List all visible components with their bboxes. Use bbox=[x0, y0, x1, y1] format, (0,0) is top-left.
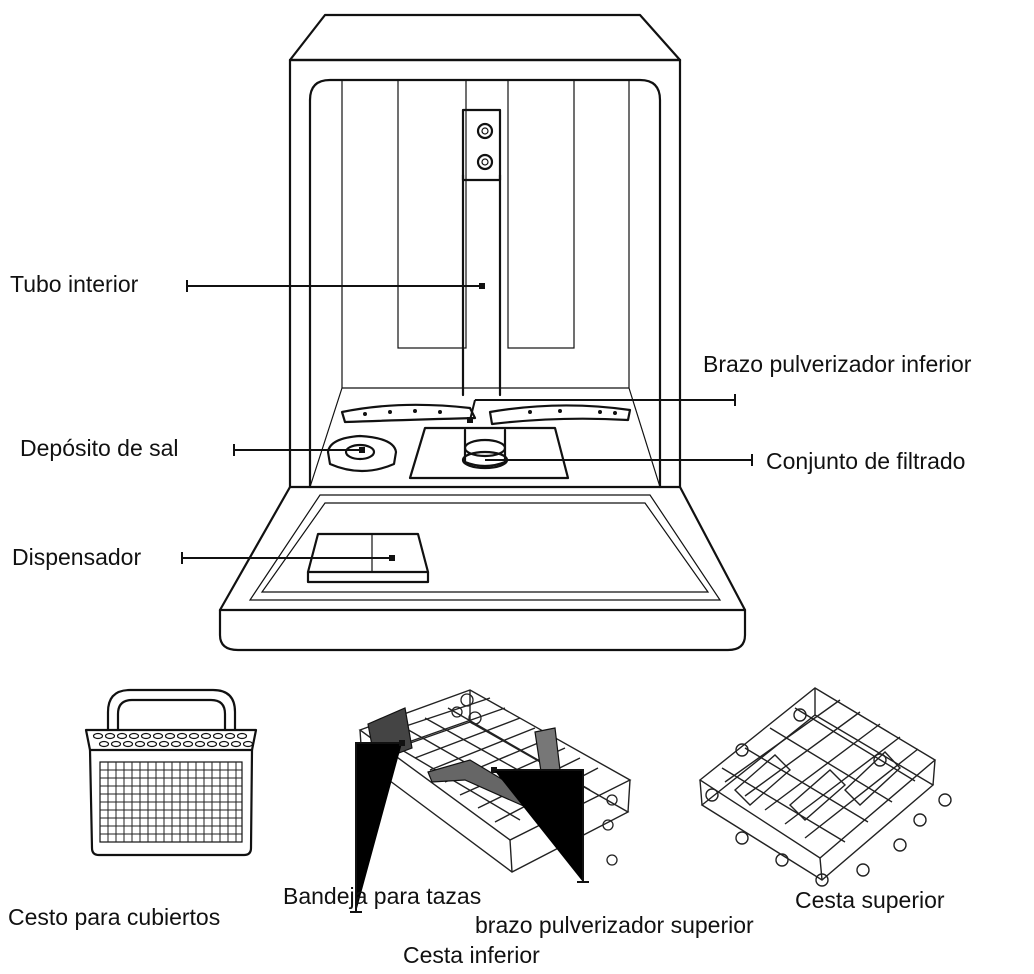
label-dispensador: Dispensador bbox=[12, 544, 142, 570]
label-brazo-pulverizador-superior: brazo pulverizador superior bbox=[475, 912, 754, 938]
label-deposito-de-sal: Depósito de sal bbox=[20, 435, 179, 461]
label-conjunto-de-filtrado: Conjunto de filtrado bbox=[766, 448, 966, 474]
label-cesto-para-cubiertos: Cesto para cubiertos bbox=[8, 904, 221, 930]
label-cesta-superior: Cesta superior bbox=[795, 887, 945, 913]
lower-basket bbox=[358, 689, 632, 873]
label-cesta-inferior: Cesta inferior bbox=[403, 942, 540, 968]
cutlery-basket bbox=[84, 688, 258, 857]
dishwasher-body bbox=[218, 13, 747, 652]
label-bandeja-para-tazas: Bandeja para tazas bbox=[283, 883, 482, 909]
label-brazo-pulverizador-inferior: Brazo pulverizador inferior bbox=[703, 351, 972, 377]
label-tubo-interior: Tubo interior bbox=[10, 271, 139, 297]
upper-basket bbox=[698, 687, 952, 887]
leader-lines bbox=[181, 280, 753, 913]
